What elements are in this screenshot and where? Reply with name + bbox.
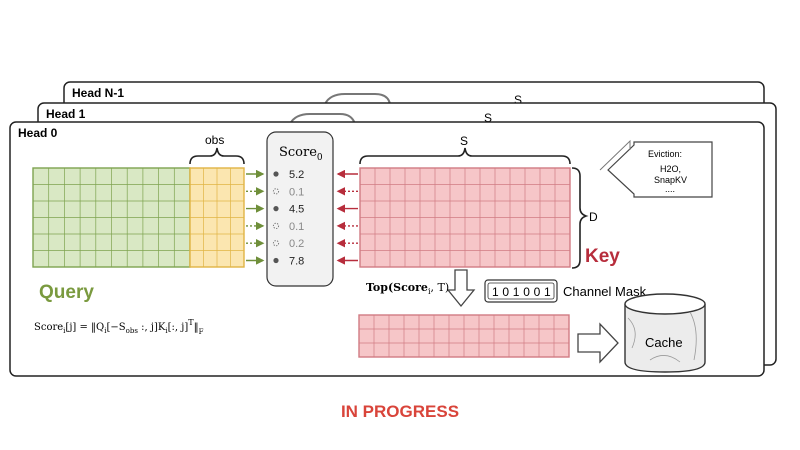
mask-bit: 1 [544,285,551,299]
score-value: 0.1 [289,186,304,198]
head-0-title: Head 0 [18,126,58,140]
eviction-h2o: H2O, [660,164,681,174]
obs-matrix [189,167,245,268]
score-value: 5.2 [289,169,304,181]
cache-label: Cache [645,335,683,350]
head-n-1-title: Head N-1 [72,86,124,100]
obs-brace [189,147,245,165]
mask-bit: 1 [513,285,520,299]
topk-label: Top(Scorei, T) [366,281,449,296]
score-dot-unselected [272,188,280,195]
channel-mask-label: Channel Mask [563,284,647,299]
key-d-brace [571,167,589,269]
key-s-label: S [460,134,468,148]
score-formula: Scorei[j] = ‖Qi[−Sobs :, j]Ki[:, j]T‖F [34,318,204,336]
head-1-title: Head 1 [46,107,86,121]
score-dot-unselected [272,240,280,247]
eviction-title: Eviction: [648,149,682,159]
head-1-s-label: S [484,111,492,125]
mask-bit: 1 [492,285,499,299]
eviction-box [599,139,713,198]
query-label: Query [39,282,94,303]
key-label: Key [585,246,620,267]
eviction-more: .... [665,184,675,194]
cache-cylinder [624,293,706,373]
score-value: 0.1 [289,221,304,233]
key-matrix [359,167,571,268]
score-box [266,131,334,287]
score-arrows [246,169,358,265]
score-dot-unselected [272,222,280,229]
topk-arrow [446,269,476,308]
score-dot-selected [273,206,279,212]
obs-label: obs [205,133,224,147]
score-values-list: 5.2 0.1 4.5 0.1 0.2 7.8 [272,169,304,268]
score-value: 0.2 [289,238,304,250]
selected-key-matrix [358,314,570,358]
mask-bit: 0 [502,285,509,299]
cache-arrow [577,322,619,364]
eviction-snapkv: SnapKV [654,175,687,185]
channel-mask-box [484,279,558,303]
score-value: 4.5 [289,204,304,216]
mask-bit: 0 [523,285,530,299]
key-d-label: D [589,210,598,224]
mask-bit: 0 [534,285,541,299]
key-s-brace [359,147,571,165]
score-dot-selected [273,257,279,264]
query-matrix [32,167,191,268]
score-title: Score0 [279,145,323,163]
head-n-1-s-label: S [514,93,522,107]
score-value: 7.8 [289,256,304,268]
status-banner: IN PROGRESS [340,402,460,421]
score-dot-selected [273,171,279,177]
